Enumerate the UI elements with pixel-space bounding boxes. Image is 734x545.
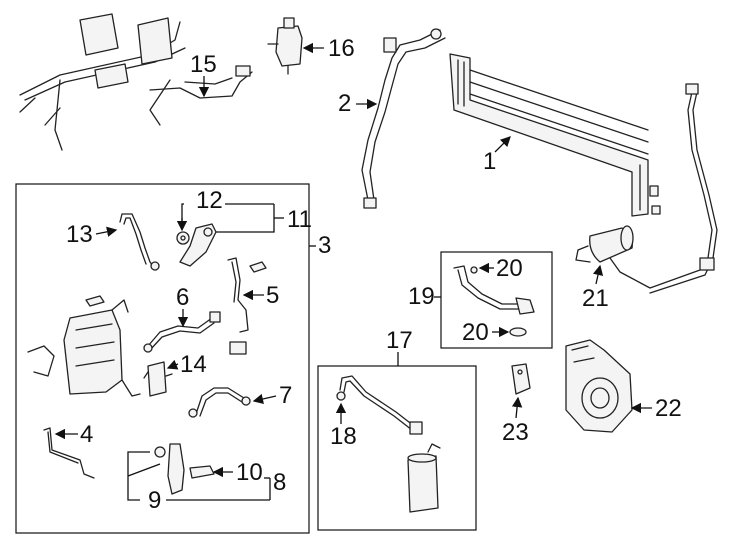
- callout-22: 22: [630, 395, 682, 422]
- callout-14: 14: [166, 351, 207, 378]
- svg-text:9: 9: [148, 487, 161, 514]
- bracket-5-icon: [227, 257, 267, 333]
- svg-text:15: 15: [190, 51, 217, 78]
- callout-19: 19: [408, 283, 441, 310]
- discharge-line-icon: [361, 28, 446, 209]
- fitting-11-icon: [176, 223, 217, 267]
- condenser-icon: [449, 53, 661, 217]
- callout-8: 8: [269, 469, 286, 500]
- callout-12: 12: [176, 187, 274, 232]
- callout-11: 11: [216, 204, 312, 233]
- callout-2: 2: [338, 90, 378, 117]
- callout-18: 18: [330, 402, 357, 450]
- evaporator-case-icon: [27, 295, 247, 397]
- svg-text:2: 2: [338, 90, 351, 117]
- connector-14-icon: [143, 361, 173, 397]
- svg-text:14: 14: [180, 351, 207, 378]
- svg-text:11: 11: [287, 206, 312, 233]
- group-box-17: [317, 365, 477, 531]
- compressor-icon: [565, 339, 633, 433]
- svg-text:12: 12: [196, 187, 223, 214]
- callout-20-top: 20: [478, 255, 523, 282]
- svg-text:5: 5: [266, 282, 279, 309]
- receiver-drier-icon: [407, 443, 441, 513]
- svg-text:18: 18: [330, 423, 357, 450]
- svg-text:20: 20: [496, 255, 523, 282]
- svg-text:3: 3: [318, 232, 331, 259]
- callout-10: 10: [212, 459, 270, 486]
- callout-17: 17: [386, 327, 413, 366]
- callout-4: 4: [54, 421, 93, 448]
- svg-text:7: 7: [279, 382, 292, 409]
- callout-20-bottom: 20: [462, 319, 510, 346]
- svg-text:21: 21: [582, 285, 609, 312]
- suction-line-icon: [609, 83, 718, 294]
- svg-text:10: 10: [236, 459, 263, 486]
- group-box-19: [440, 251, 553, 349]
- svg-text:19: 19: [408, 283, 435, 310]
- svg-text:17: 17: [386, 327, 413, 354]
- svg-text:4: 4: [80, 421, 93, 448]
- svg-text:1: 1: [483, 148, 496, 175]
- svg-text:8: 8: [273, 469, 286, 496]
- callout-3: 3: [309, 232, 331, 259]
- svg-text:16: 16: [328, 35, 355, 62]
- svg-text:22: 22: [655, 395, 682, 422]
- bracket-4-icon: [43, 427, 95, 479]
- svg-text:6: 6: [176, 284, 189, 311]
- svg-text:23: 23: [502, 419, 529, 446]
- callout-1: 1: [483, 136, 511, 175]
- svg-text:20: 20: [462, 319, 489, 346]
- callout-23: 23: [502, 396, 529, 446]
- callout-9: 9: [127, 451, 270, 514]
- callout-15: 15: [190, 51, 217, 98]
- fitting-9-icon: [154, 443, 215, 495]
- bracket-23-icon: [511, 363, 531, 395]
- accumulator-icon: [575, 225, 634, 263]
- pressure-switch-icon: [267, 17, 303, 75]
- line-13-icon: [119, 213, 160, 271]
- callout-5: 5: [242, 282, 279, 309]
- callout-21: 21: [582, 264, 609, 312]
- line-19-icon: [453, 265, 535, 337]
- callout-6: 6: [176, 284, 189, 328]
- line-6-icon: [143, 311, 221, 353]
- callout-7: 7: [252, 382, 292, 409]
- line-18-icon: [336, 375, 423, 435]
- callout-13: 13: [66, 221, 118, 248]
- svg-text:13: 13: [66, 221, 93, 248]
- line-7-icon: [188, 387, 251, 418]
- wiring-harness-icon: [19, 13, 253, 151]
- group-box-3: [15, 183, 310, 534]
- callout-16: 16: [302, 35, 355, 62]
